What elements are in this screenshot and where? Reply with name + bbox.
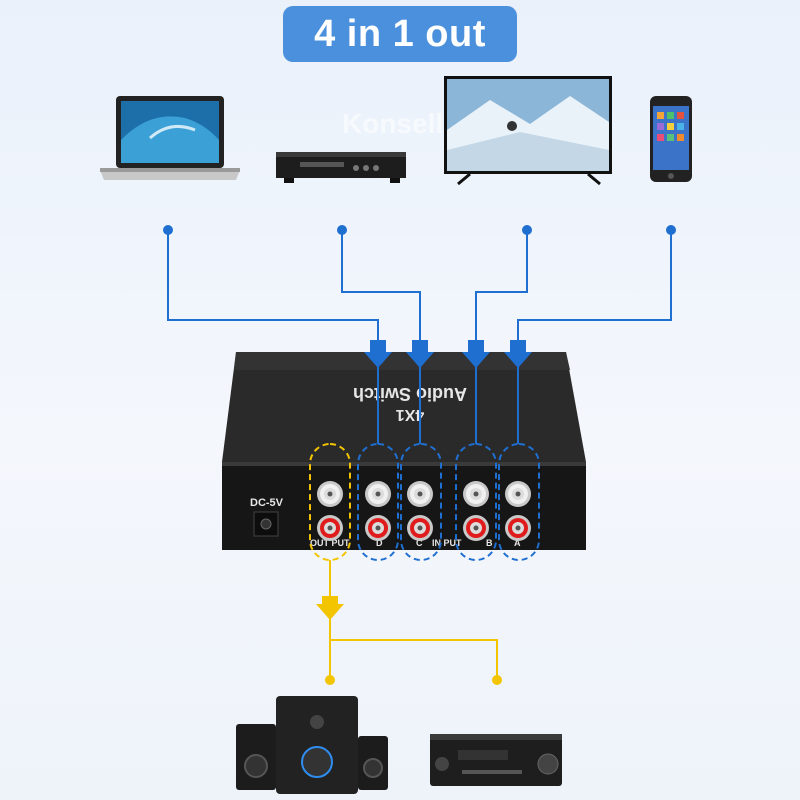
rca-jack-input-b-white — [463, 481, 489, 507]
output-dot-speakers — [325, 675, 335, 685]
laptop-icon — [100, 96, 240, 180]
rca-jack-input-d-red — [365, 515, 391, 541]
input-line-phone — [517, 230, 672, 352]
device-model-label: 4X1 — [396, 406, 425, 423]
input-dot-tv — [522, 225, 532, 235]
rca-jack-input-a-red — [505, 515, 531, 541]
input-lines — [167, 230, 672, 352]
output-lines — [329, 560, 498, 680]
dvd-player-icon — [276, 152, 406, 183]
input-arrow-a — [504, 340, 532, 368]
input-arrow-b — [462, 340, 490, 368]
av-receiver-icon — [430, 734, 562, 786]
dc-power-jack — [253, 511, 279, 537]
channel-label-b: B — [486, 538, 493, 548]
input-arrow-c — [406, 340, 434, 368]
rca-jack-input-c-white — [407, 481, 433, 507]
input-label: IN PUT — [432, 538, 462, 548]
power-label: DC-5V — [250, 497, 284, 509]
title-badge: 4 in 1 out — [283, 6, 517, 62]
output-line-main — [329, 560, 498, 680]
rca-jacks — [317, 481, 531, 541]
rca-jack-input-a-white — [505, 481, 531, 507]
output-dot-receiver — [492, 675, 502, 685]
input-line-laptop — [167, 230, 379, 352]
speakers-icon — [236, 696, 388, 794]
output-highlight — [309, 443, 351, 561]
smartphone-icon — [650, 96, 692, 182]
input-line-tv — [475, 230, 528, 352]
rca-jack-input-c-red — [407, 515, 433, 541]
tv-icon — [444, 76, 612, 186]
input-dots — [163, 225, 676, 235]
input-dot-laptop — [163, 225, 173, 235]
rca-jack-output-red — [317, 515, 343, 541]
input-line-dvd — [341, 230, 421, 352]
channel-label-d: D — [376, 538, 383, 548]
device-name-label: Audio Switch — [353, 384, 467, 404]
watermark: Konsell — [342, 108, 444, 139]
output-arrow — [316, 596, 344, 620]
audio-switch-device: 4X1 Audio Switch DC-5V OUT PUT IN PUT D … — [222, 352, 586, 550]
rca-jack-input-d-white — [365, 481, 391, 507]
rca-jack-output-white — [317, 481, 343, 507]
input-dot-dvd — [337, 225, 347, 235]
channel-label-c: C — [416, 538, 423, 548]
input-arrows — [364, 340, 532, 368]
channel-label-a: A — [514, 538, 521, 548]
output-label: OUT PUT — [310, 538, 350, 548]
rca-jack-input-b-red — [463, 515, 489, 541]
input-arrow-d — [364, 340, 392, 368]
input-dot-phone — [666, 225, 676, 235]
